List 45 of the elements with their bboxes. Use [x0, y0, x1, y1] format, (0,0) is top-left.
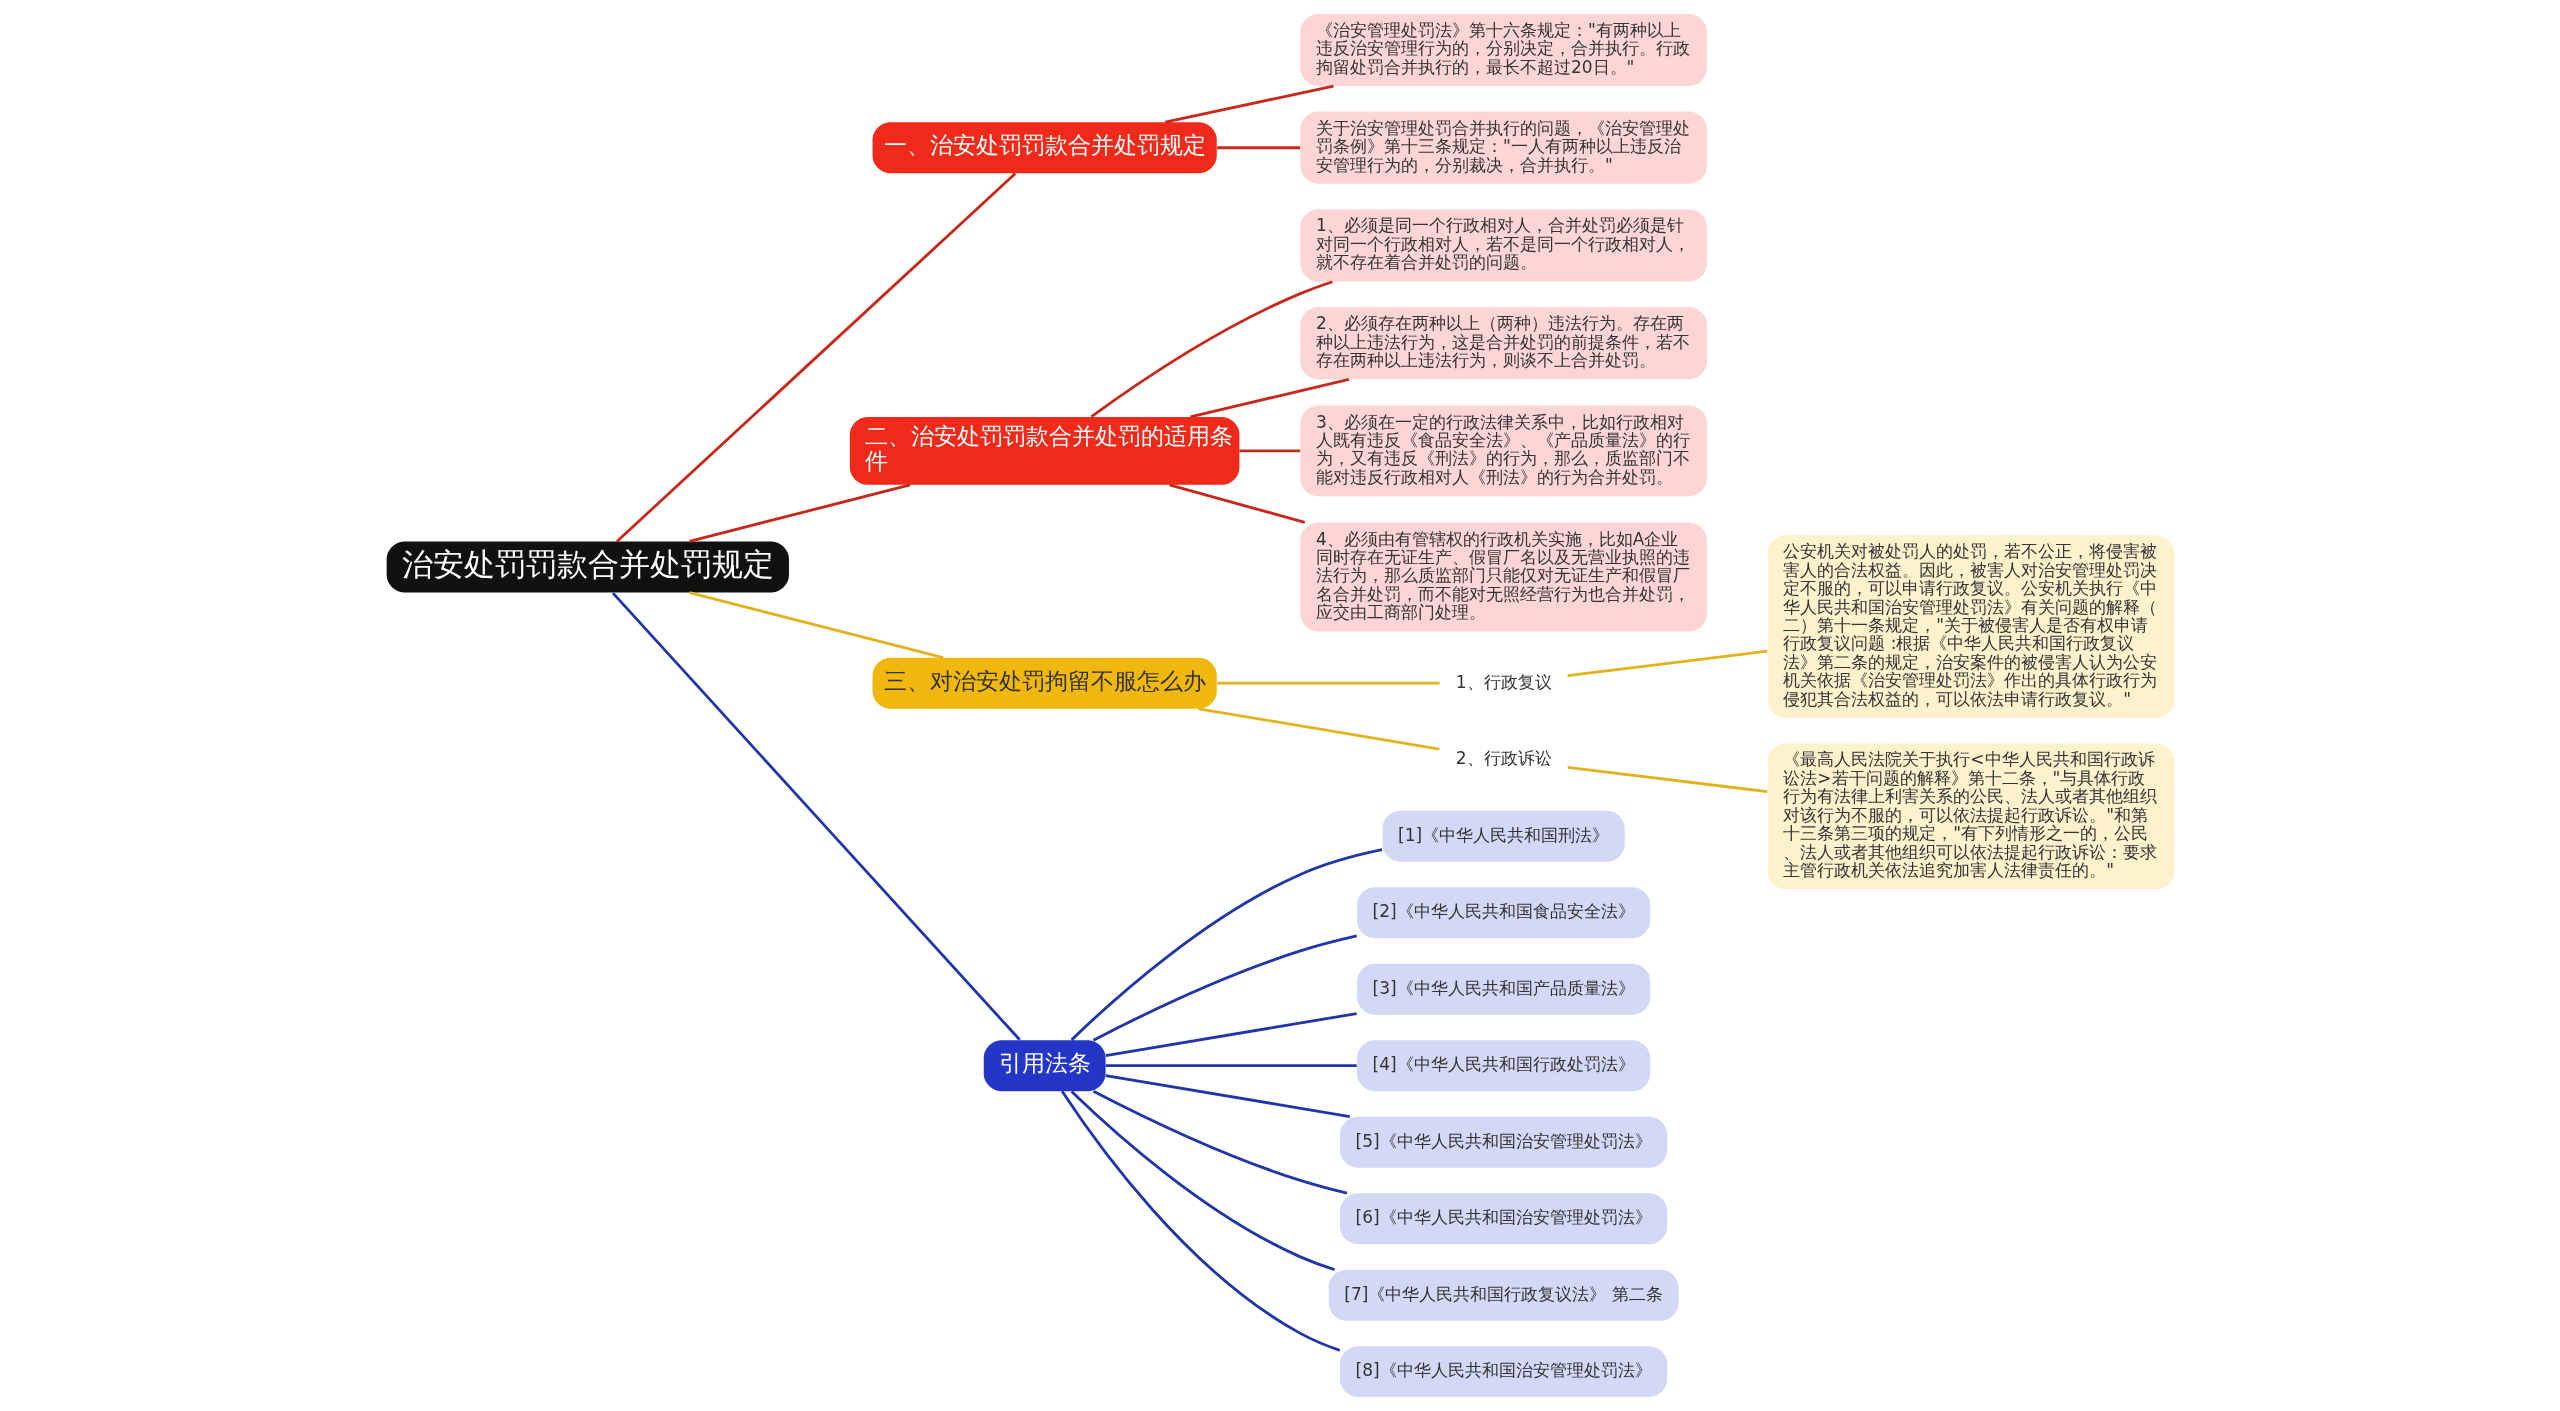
connector [688, 591, 944, 659]
connector [1060, 1090, 1340, 1352]
connector [1216, 681, 1440, 685]
connector [688, 483, 910, 543]
connector [611, 592, 1021, 1041]
node-box: 公安机关对被处罚人的处罚，若不公正，将侵害被害人的合法权益。因此，被害人对治安管理处罚决定不服的，可以申请行政复议。公安机关执行《中华人民共和国治安管理处罚法》有关问题的解释（二）第十一条规定，"关于被侵害人是否有权申请行政复议问题 :根据《中华人民共和国行政复议法》第二条的规定，治安案件的被侵害人认为公安机关依据《治安管理处罚法》作出的具体行政行为侵犯其合法权益的，可以依法申请行政复议。" [1767, 535, 2174, 718]
node-box: [4]《中华人民共和国行政处罚法》 [1356, 1040, 1650, 1092]
node-box: 治安处罚罚款合并处罚规定 [386, 541, 789, 593]
connector [1168, 483, 1305, 524]
node-box: 1、必须是同一个行政相对人，合并处罚必须是针对同一个行政相对人，若不是同一个行政相对人，就不存在着合并处罚的问题。 [1299, 209, 1707, 282]
connector [1092, 1089, 1347, 1195]
connector [1070, 1090, 1335, 1271]
node-box: [5]《中华人民共和国治安管理处罚法》 [1339, 1116, 1667, 1168]
connector [1189, 378, 1349, 419]
connector [1567, 649, 1767, 677]
node-box: [8]《中华人民共和国治安管理处罚法》 [1339, 1346, 1667, 1398]
connector [1070, 848, 1382, 1041]
connector [615, 172, 1016, 543]
connector [1104, 1074, 1350, 1118]
connector [1567, 765, 1767, 794]
connector [1197, 707, 1440, 751]
node-box: [7]《中华人民共和国行政复议法》 第二条 [1328, 1269, 1679, 1321]
node-box: 3、必须在一定的行政法律关系中，比如行政相对人既有违反《食品安全法》、《产品质量法》的行为，又有违反《刑法》的行为，那么，质监部门不能对违反行政相对人《刑法》的行为合并处罚。 [1299, 405, 1707, 497]
node-box: [2]《中华人民共和国食品安全法》 [1356, 887, 1650, 939]
connector [1105, 1064, 1357, 1068]
node-box: [1]《中华人民共和国刑法》 [1382, 810, 1625, 862]
node-box: 4、必须由有管辖权的行政机关实施，比如A企业同时存在无证生产、假冒厂名以及无营业执照的违法行为，那么质监部门只能仅对无证生产和假冒厂名合并处罚，而不能对无照经营行为也合并处罚，应交由工商部门处理。 [1299, 522, 1707, 632]
node-box: 二、治安处罚罚款合并处罚的适用条件 [849, 416, 1239, 485]
node-box: 一、治安处罚罚款合并处罚规定 [872, 122, 1217, 174]
node-box: 2、必须存在两种以上（两种）违法行为。存在两种以上违法行为，这是合并处罚的前提条件，若不存在两种以上违法行为，则谈不上合并处罚。 [1299, 307, 1707, 380]
connector [1104, 1012, 1357, 1058]
node-box: [6]《中华人民共和国治安管理处罚法》 [1339, 1193, 1667, 1245]
node-box: [3]《中华人民共和国产品质量法》 [1356, 963, 1650, 1015]
node-box: 《最高人民法院关于执行<中华人民共和国行政诉讼法>若干问题的解释》第十二条，"与具体行政行为有法律上利害关系的公民、法人或者其他组织对该行为不服的，可以依法提起行政诉讼。"和第十三条第三项的规定，"有下列情形之一的，公民、法人或者其他组织可以依法提起行政诉讼：要求主管行政机关依法追究加害人法律责任的。" [1767, 743, 2174, 890]
node-text: 2、行政诉讼 [1455, 748, 1552, 769]
node-box: 三、对治安处罚拘留不服怎么办 [872, 657, 1217, 709]
connector [1239, 449, 1300, 453]
node-box: 关于治安管理处罚合并执行的问题，《治安管理处罚条例》第十三条规定："一人有两种以上违反治安管理行为的，分别裁决，合并执行。" [1299, 111, 1707, 184]
node-text: 1、行政复议 [1455, 671, 1552, 692]
connector [1164, 84, 1334, 124]
node-box: 引用法条 [983, 1040, 1106, 1092]
connector [1216, 146, 1300, 150]
connector [1090, 280, 1333, 418]
connector [1092, 934, 1357, 1042]
node-box: 《治安管理处罚法》第十六条规定："有两种以上违反治安管理行为的，分别决定，合并执行。行政拘留处罚合并执行的，最长不超过20日。" [1299, 13, 1707, 87]
